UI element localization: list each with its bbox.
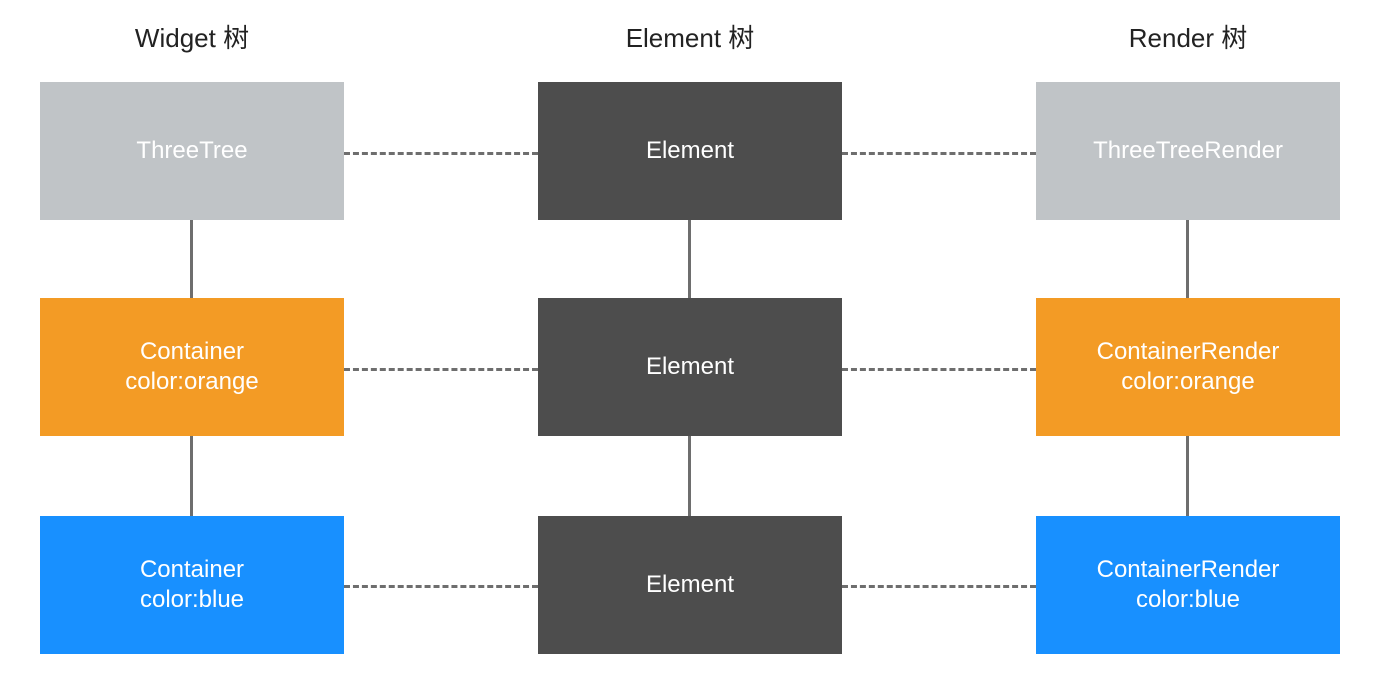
dashed-link-widget-element-2	[344, 585, 538, 588]
widget-tree-title: Widget 树	[134, 23, 250, 53]
dashed-link-widget-element-1	[344, 368, 538, 371]
render-node-label: ThreeTreeRender	[1093, 137, 1283, 164]
element-node-2: Element	[538, 516, 842, 654]
render-node-sublabel: color:blue	[1135, 586, 1241, 613]
dashed-link-element-render-0	[842, 152, 1036, 155]
element-node-label: Element	[645, 137, 735, 164]
element-tree-title: Element 树	[625, 23, 755, 53]
render-node-label: ContainerRender	[1096, 556, 1280, 583]
render-node-containerrender-orange: ContainerRender color:orange	[1036, 298, 1340, 436]
render-link-1	[1186, 220, 1189, 298]
widget-node-label: Container	[139, 338, 245, 365]
dashed-link-element-render-1	[842, 368, 1036, 371]
element-node-label: Element	[645, 571, 735, 598]
element-node-label: Element	[645, 353, 735, 380]
element-node-0: Element	[538, 82, 842, 220]
render-link-2	[1186, 436, 1189, 516]
render-node-label: ContainerRender	[1096, 338, 1280, 365]
widget-node-label: ThreeTree	[136, 137, 248, 164]
widget-node-label: Container	[139, 556, 245, 583]
element-link-2	[688, 436, 691, 516]
widget-node-container-blue: Container color:blue	[40, 516, 344, 654]
widget-node-container-orange: Container color:orange	[40, 298, 344, 436]
dashed-link-element-render-2	[842, 585, 1036, 588]
render-node-threetreerender: ThreeTreeRender	[1036, 82, 1340, 220]
widget-node-threetree: ThreeTree	[40, 82, 344, 220]
dashed-link-widget-element-0	[344, 152, 538, 155]
render-tree-title: Render 树	[1128, 23, 1248, 53]
widget-node-sublabel: color:blue	[139, 586, 245, 613]
render-node-sublabel: color:orange	[1121, 368, 1255, 395]
widget-node-sublabel: color:orange	[125, 368, 259, 395]
widget-link-2	[190, 436, 193, 516]
render-node-containerrender-blue: ContainerRender color:blue	[1036, 516, 1340, 654]
widget-link-1	[190, 220, 193, 298]
element-node-1: Element	[538, 298, 842, 436]
element-link-1	[688, 220, 691, 298]
